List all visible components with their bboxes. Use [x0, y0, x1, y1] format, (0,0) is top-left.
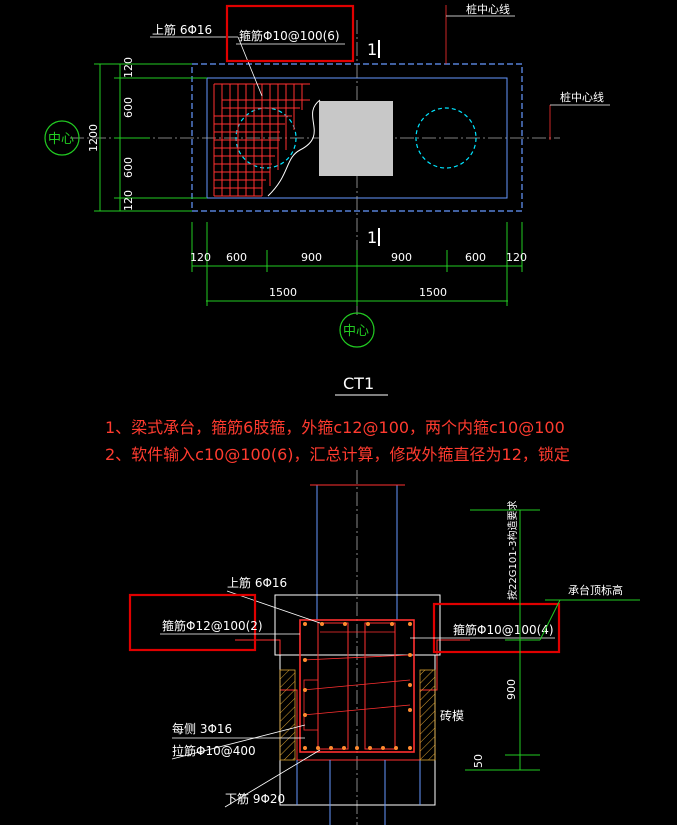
inner-stirrup-2	[364, 622, 396, 750]
inner-stirrup-highlight-box	[432, 602, 561, 654]
dim-left-1: 600	[122, 97, 135, 118]
section-dim-height: 900	[505, 679, 518, 700]
cap-top-label: 承台顶标高	[568, 583, 623, 597]
rebar-dots	[303, 622, 412, 750]
pile-center-label-right: 桩中心线	[560, 90, 604, 104]
section-top-rebar-label: 上筋 6Φ16	[227, 575, 287, 590]
stirrup-label: 箍筋Φ10@100(6)	[239, 28, 340, 43]
dim-bottom-2: 900	[301, 251, 322, 264]
pile-center-label-top: 桩中心线	[466, 2, 510, 16]
cap-body	[279, 655, 436, 806]
drawing-title: CT1	[343, 374, 374, 393]
center-tag-bottom-circle	[339, 312, 375, 348]
section-right-dimensions	[465, 509, 640, 771]
bottom-rebar-leader	[224, 749, 321, 808]
dim-bottom-half-0: 1500	[269, 286, 297, 299]
break-line	[267, 99, 321, 197]
pile-right	[415, 107, 477, 169]
dim-left-total: 1200	[87, 124, 100, 152]
center-tag-left-circle	[44, 120, 80, 156]
dim-bottom-half-1: 1500	[419, 286, 447, 299]
dim-bottom-4: 600	[465, 251, 486, 264]
dim-left-0: 120	[122, 57, 135, 78]
note-line-1: 1、梁式承台，箍筋6肢箍，外箍c12@100，两个内箍c10@100	[105, 418, 565, 437]
dim-bottom-1: 600	[226, 251, 247, 264]
bottom-rebar-label: 下筋 9Φ20	[225, 791, 285, 806]
top-rebar-label: 上筋 6Φ16	[152, 22, 212, 37]
outer-stirrup-label: 箍筋Φ12@100(2)	[162, 618, 263, 633]
dim-left-2: 600	[122, 157, 135, 178]
brick-mould-left	[279, 669, 296, 761]
section-dim-small: 50	[472, 754, 485, 768]
brick-label: 砖模	[440, 708, 464, 723]
inner-stirrup-label: 箍筋Φ10@100(4)	[453, 622, 554, 637]
plan-view: 上筋 6Φ16 箍筋Φ10@100(6) 1 1 桩中心线 桩中心线	[44, 2, 610, 396]
tie-rebar-leader	[171, 724, 306, 760]
center-tag-left: 中心	[48, 132, 74, 147]
section-mark-bottom: 1	[367, 228, 377, 247]
dim-left-3: 120	[122, 190, 135, 211]
top-rebar-leader-2	[237, 36, 263, 97]
note-line-2: 2、软件输入c10@100(6)，汇总计算，修改外箍直径为12，锁定	[105, 445, 570, 464]
cap-section-box	[274, 594, 441, 656]
outer-stirrup-highlight-box	[128, 593, 257, 652]
side-bars	[302, 631, 411, 731]
center-tag-bottom: 中心	[343, 324, 369, 339]
left-dimensions	[94, 63, 207, 212]
stirrup-highlight-box	[225, 4, 355, 63]
bottom-dimensions	[191, 222, 523, 306]
ref-label: 按22G101-3构造要求	[506, 500, 519, 600]
pile-section-lines	[296, 760, 421, 825]
rebar-grid	[213, 83, 310, 197]
section-mark-top: 1	[367, 40, 377, 59]
column-section	[319, 101, 393, 176]
dim-bottom-5: 120	[506, 251, 527, 264]
outer-stirrup	[299, 619, 415, 753]
side-rebar-label: 每侧 3Φ16	[172, 721, 232, 736]
dim-bottom-0: 120	[190, 251, 211, 264]
brick-mould-right	[419, 669, 436, 761]
section-top-rebar-leader	[226, 590, 321, 624]
tie-rebar-label: 拉筋Φ10@400	[172, 743, 256, 758]
section-view: 上筋 6Φ16 箍筋Φ12@100(2) 箍筋Φ10@100(4) 每侧 3Φ1…	[128, 470, 640, 825]
dim-bottom-3: 900	[391, 251, 412, 264]
